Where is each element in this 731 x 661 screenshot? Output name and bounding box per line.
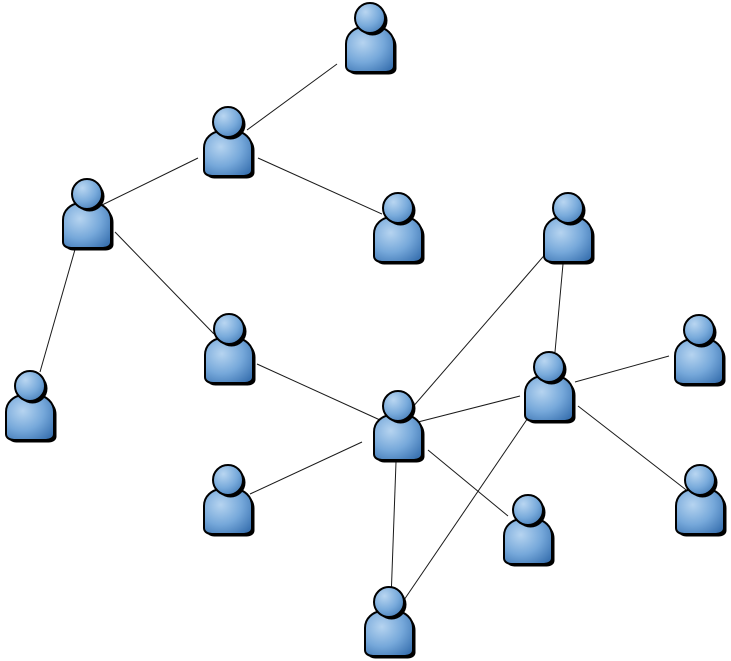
person-icon — [5, 370, 57, 443]
person-icon — [524, 351, 576, 424]
connection-line — [554, 263, 564, 353]
connection-line — [99, 157, 199, 207]
connection-line — [114, 231, 215, 335]
person-icon — [364, 586, 416, 659]
person-icon — [203, 464, 255, 537]
connection-line — [417, 395, 521, 423]
person-icon — [204, 313, 256, 386]
person-icon — [675, 464, 727, 537]
connection-line — [256, 363, 381, 421]
person-icon — [674, 314, 726, 387]
person-icon — [373, 390, 425, 463]
connection-line — [390, 461, 397, 601]
person-icon — [62, 178, 114, 251]
person-icon — [543, 192, 595, 265]
connection-line — [574, 355, 670, 383]
person-icon — [503, 494, 555, 567]
connection-line — [397, 227, 569, 425]
connection-line — [249, 441, 363, 495]
person-icon — [203, 106, 255, 179]
connection-line — [577, 405, 695, 497]
people — [5, 2, 727, 659]
connection-line — [39, 245, 77, 373]
connection-line — [257, 157, 383, 215]
person-icon — [345, 2, 397, 75]
connection-line — [246, 63, 338, 131]
connection-line — [427, 449, 509, 517]
connection-line — [388, 386, 550, 623]
person-icon — [373, 192, 425, 265]
connections — [39, 63, 695, 623]
